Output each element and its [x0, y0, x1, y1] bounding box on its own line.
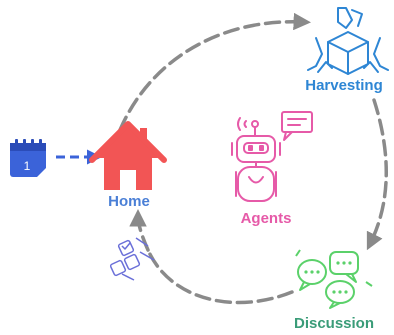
harvesting-hands-icon: [307, 7, 389, 75]
chat-dots: [304, 261, 352, 294]
calendar-day-number: 1: [24, 159, 31, 173]
house-icon: [89, 121, 167, 190]
robot-right-eye: [259, 145, 264, 151]
home-label: Home: [108, 193, 150, 210]
cycle-arrow-home-to-harvesting: [118, 12, 311, 132]
cycle-arrow-discussion-to-home: [138, 216, 294, 305]
checklist-icon: [109, 237, 155, 281]
discussion-label: Discussion: [294, 315, 374, 332]
cycle-arrow-harvesting-to-discussion: [366, 98, 388, 251]
agents-label: Agents: [241, 210, 292, 227]
chat-bubbles-icon: [295, 249, 373, 309]
harvesting-label: Harvesting: [305, 77, 383, 94]
robot-left-eye: [248, 145, 253, 151]
robot-icon: [231, 111, 313, 202]
calendar-icon: 1: [10, 139, 46, 177]
